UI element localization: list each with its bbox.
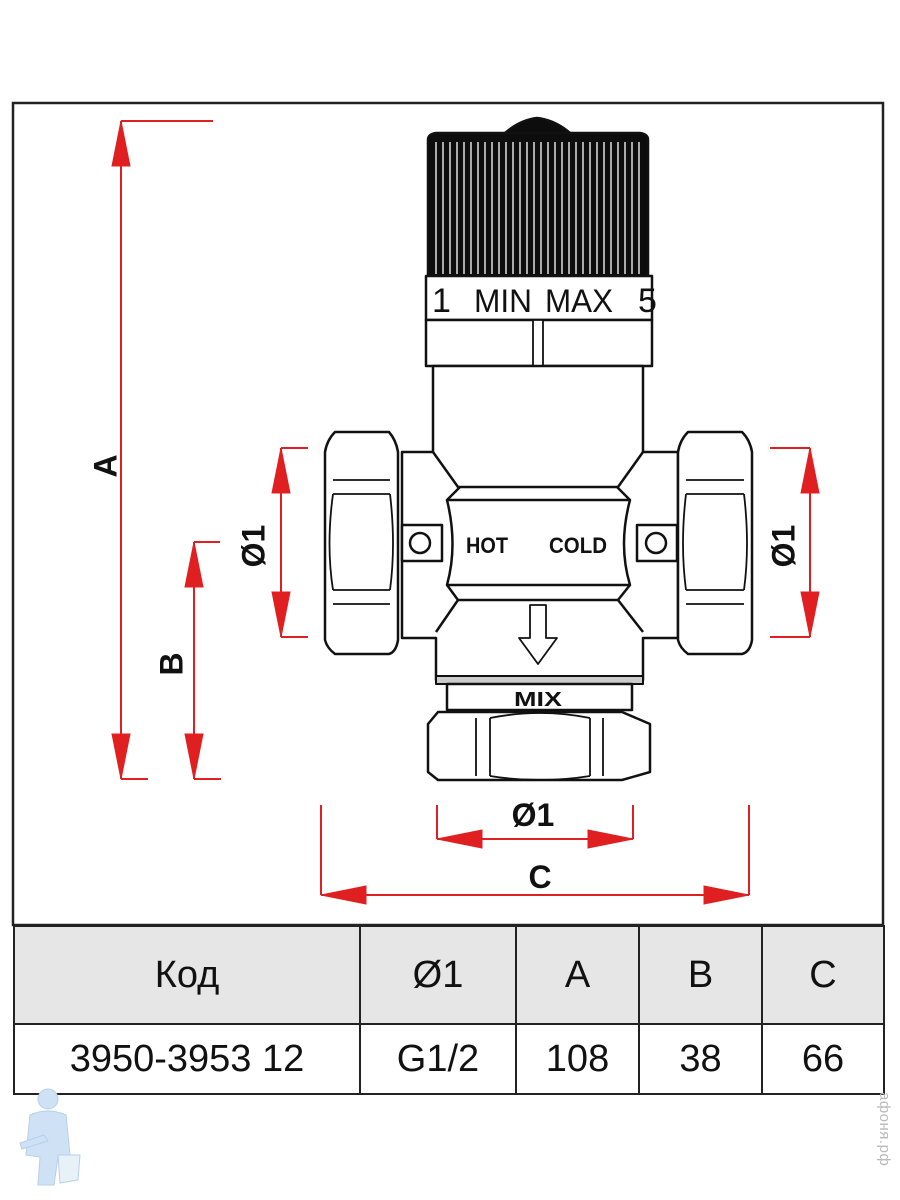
dimension-c-arrow-left-icon [320,885,367,905]
plumber-mascot-logo [19,1088,81,1186]
dimension-label-diameter-bottom: Ø1 [512,797,555,833]
header-b: B [638,925,763,1025]
dimension-diameter-left-arrow-top-icon [271,447,291,494]
knob-scale-ring [424,274,654,322]
valve-body [323,116,754,782]
header-code: Код [13,925,361,1025]
dimension-diameter-bottom-arrow-right-icon [587,829,634,849]
cell-b: 38 [638,1023,763,1095]
dimension-diameter-bottom-arrow-left-icon [436,829,483,849]
cell-c: 66 [761,1023,885,1095]
dimension-label-c: C [528,859,551,895]
hot-port-pin [408,531,432,555]
dimension-b-arrow-bottom-icon [184,733,204,780]
dimension-a-arrow-top-icon [111,120,131,167]
knob-scale-min-label: MIN [474,283,532,319]
header-a: A [515,925,640,1025]
knob-scale-min-mark: 1 [432,282,451,320]
right-union-nut [676,430,754,656]
header-c: C [761,925,885,1025]
dimension-diameter-left-arrow-bottom-icon [271,591,291,638]
cell-diameter: G1/2 [359,1023,517,1095]
dimension-b-arrow-top-icon [184,541,204,588]
knob-scale-max-label: MAX [545,283,613,319]
flow-arrow-icon [518,604,558,665]
dimension-diameter-right-arrow-top-icon [800,447,820,494]
mix-port-label: MIX [514,689,563,711]
cold-port-pin [644,531,668,555]
adjustment-knob [424,116,654,368]
dimension-label-b: B [153,652,189,675]
cell-a: 108 [515,1023,640,1095]
table-header-row: Код Ø1 A B C [13,925,885,1025]
dimension-label-diameter-left: Ø1 [235,525,271,568]
left-union-nut [323,430,400,656]
drawing-frame [11,101,885,927]
dimension-label-a: A [87,454,123,477]
cell-code: 3950-3953 12 [13,1023,361,1095]
hot-port-label: HOT [466,533,508,558]
table-row: 3950-3953 12 G1/2 108 38 66 [13,1023,885,1095]
dimension-a-arrow-bottom-icon [111,733,131,780]
watermark: афоня.рф [876,1092,893,1167]
cold-port-label: COLD [549,533,607,558]
spec-table: Код Ø1 A B C 3950-3953 12 G1/2 108 38 66 [13,925,885,1095]
bottom-union-nut [426,710,652,782]
dimension-label-diameter-right: Ø1 [765,525,801,568]
dimension-c-arrow-right-icon [703,885,750,905]
dimension-diameter-right-arrow-bottom-icon [800,591,820,638]
header-diameter: Ø1 [359,925,517,1025]
knob-scale-max-mark: 5 [638,282,657,320]
